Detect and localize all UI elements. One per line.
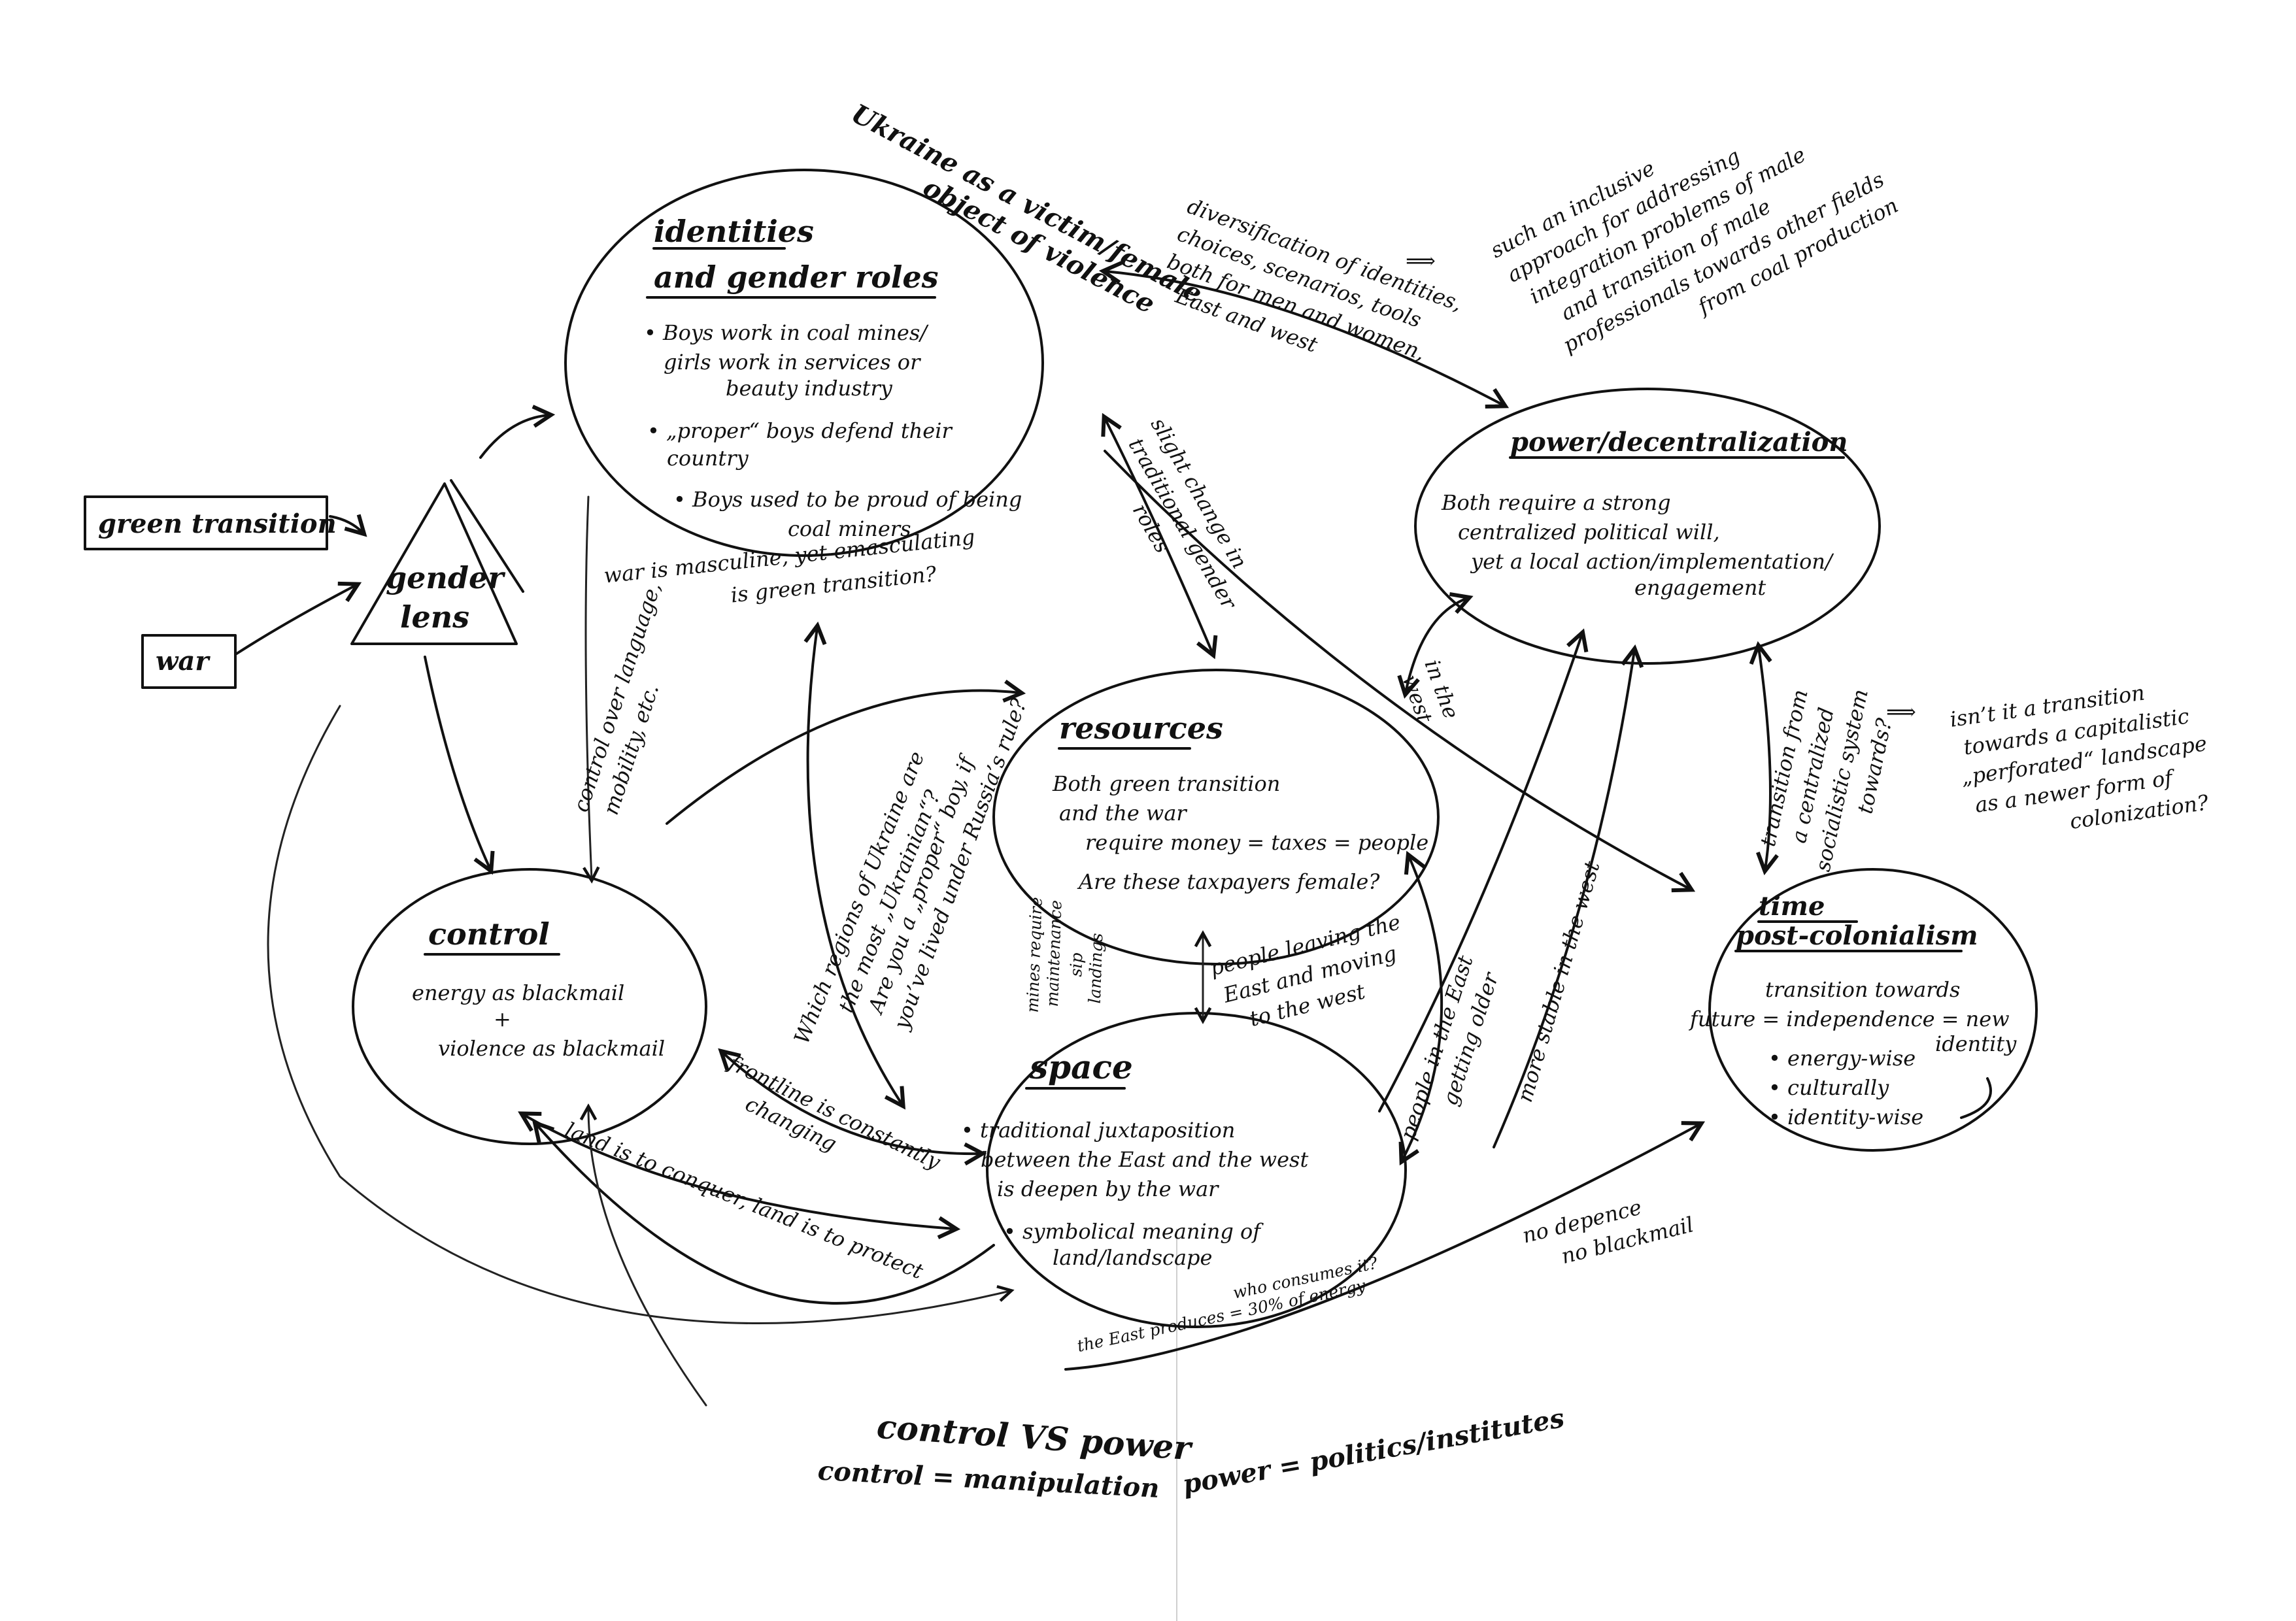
gender-lens-triangle: gender lens xyxy=(350,479,524,645)
control-definition: control = manipulation xyxy=(817,1456,1160,1504)
annotation-inclusive: such an inclusive approach for addressin… xyxy=(1486,142,1902,358)
arrow-control-to-resources xyxy=(666,691,1020,825)
arrow-identities-to-time xyxy=(1104,450,1690,889)
inclusive-implication-arrow: ⟹ xyxy=(1406,248,1436,273)
annotation-diversification: diversification of identities, choices, … xyxy=(1164,193,1465,365)
arrow-identities-to-control xyxy=(586,495,592,879)
identities-title-2: and gender roles xyxy=(654,259,939,295)
sip-line-2: landings xyxy=(1085,933,1107,1004)
arrow-space-to-power-stable xyxy=(1493,650,1634,1148)
annotation-mines: mines require maintenance xyxy=(1023,897,1066,1013)
annotation-capitalistic: isn’t it a transition towards a capitali… xyxy=(1948,680,2210,833)
node-space: space • traditional juxtaposition betwee… xyxy=(961,1012,1407,1328)
resources-body-3: require money = taxes = people xyxy=(1085,830,1428,855)
resources-title: resources xyxy=(1059,710,1223,746)
arrow-identities-resources xyxy=(1105,418,1213,654)
arrow-identities-space xyxy=(808,627,902,1105)
arrow-green-to-lens xyxy=(329,516,363,533)
power-definition: power = politics/institutes xyxy=(1180,1403,1566,1500)
war-label: war xyxy=(156,646,211,677)
identities-title-1: identities xyxy=(654,214,814,249)
mines-line-1: mines require xyxy=(1023,897,1046,1013)
input-green-transition: green transition xyxy=(84,495,337,550)
power-body-4: engagement xyxy=(1634,575,1766,600)
gender-lens-line1: gender xyxy=(386,560,506,595)
annotation-people-leaving: people leaving the East and moving to th… xyxy=(1207,909,1403,1031)
arrow-power-time xyxy=(1759,647,1770,869)
space-body-1: • traditional juxtaposition xyxy=(961,1118,1235,1143)
identities-bullet-6: • Boys used to be proud of being xyxy=(673,487,1022,512)
arrow-lens-to-control xyxy=(424,656,490,869)
sip-line-1: sip xyxy=(1066,952,1086,977)
node-power: power/decentralization Both require a st… xyxy=(1414,388,1881,665)
annotation-sip: sip landings xyxy=(1066,933,1107,1004)
time-body-3: identity xyxy=(1935,1031,2017,1056)
power-body-2: centralized political will, xyxy=(1458,520,1720,544)
space-title: space xyxy=(1029,1048,1133,1086)
annotation-people-east: people in the East getting older xyxy=(1395,952,1504,1143)
gender-lens-line2: lens xyxy=(400,599,469,635)
power-body-1: Both require a strong xyxy=(1441,490,1671,515)
time-title-2: post-colonialism xyxy=(1736,920,1978,951)
capitalistic-implication-arrow: ⟹ xyxy=(1886,699,1916,724)
annotation-transition-from: transition from a centralized socialisti… xyxy=(1755,687,1897,874)
resources-body-4: Are these taxpayers female? xyxy=(1077,869,1380,894)
identities-bullet-2: girls work in services or xyxy=(664,350,921,375)
arrow-resources-space-east xyxy=(1402,856,1443,1160)
footer: control VS power control = manipulation … xyxy=(817,1403,1566,1504)
control-body-2: + xyxy=(494,1007,511,1031)
power-body-3: yet a local action/implementation/ xyxy=(1470,549,1834,574)
time-body-5: • culturally xyxy=(1768,1075,1889,1100)
input-war: war xyxy=(141,634,237,689)
arrow-time-tail xyxy=(1960,1077,1992,1119)
resources-body-2: and the war xyxy=(1059,801,1187,826)
identities-bullet-4: • „proper“ boys defend their xyxy=(647,418,953,443)
control-body-1: energy as blackmail xyxy=(412,980,624,1005)
time-body-1: transition towards xyxy=(1765,977,1960,1002)
time-body-2: future = independence = new xyxy=(1689,1007,2010,1031)
arrow-identities-power xyxy=(1105,271,1504,405)
control-title: control xyxy=(428,916,550,952)
node-resources: resources Both green transition and the … xyxy=(992,669,1440,965)
arrow-war-to-lens xyxy=(235,585,356,655)
identities-bullet-1: • Boys work in coal mines/ xyxy=(644,320,929,345)
arrow-lens-to-identities xyxy=(479,415,549,459)
mines-line-2: maintenance xyxy=(1043,900,1066,1007)
annotation-more-stable: more stable in the west xyxy=(1512,858,1605,1105)
identities-bullet-3: beauty industry xyxy=(726,376,893,401)
resources-body-1: Both green transition xyxy=(1052,771,1280,796)
arrow-energy-to-time xyxy=(1064,1124,1700,1371)
arrow-resources-power xyxy=(1406,598,1468,693)
annotation-no-dependence: no depence no blackmail xyxy=(1520,1195,1696,1269)
space-body-3: is deepen by the war xyxy=(997,1177,1219,1201)
control-vs-power: control VS power xyxy=(875,1407,1194,1468)
arrow-space-control-bottom xyxy=(536,1124,995,1305)
control-body-3: violence as blackmail xyxy=(438,1036,665,1061)
identities-bullet-5: country xyxy=(667,446,749,471)
time-title-1: time xyxy=(1759,891,1825,922)
time-body-6: • identity-wise xyxy=(1768,1105,1923,1129)
arrow-space-to-power xyxy=(1378,634,1582,1112)
annotation-frontline: frontline is constantly changing xyxy=(724,1050,945,1175)
space-body-4: • symbolical meaning of xyxy=(1004,1219,1264,1244)
arrow-footer-to-control xyxy=(588,1108,707,1407)
arrow-space-control-land xyxy=(523,1114,954,1229)
space-body-2: between the East and the west xyxy=(981,1147,1308,1172)
annotation-slight-change: slight change in traditional gender role… xyxy=(1124,413,1253,614)
time-body-4: • energy-wise xyxy=(1768,1046,1916,1071)
annotation-in-the-west: in the west xyxy=(1397,656,1464,726)
annotation-victim: Ukraine as a victim/female object of vio… xyxy=(847,98,1207,320)
power-title: power/decentralization xyxy=(1510,427,1848,458)
node-identities: identities and gender roles • Boys work … xyxy=(564,169,1044,557)
space-body-5: land/landscape xyxy=(1053,1245,1212,1270)
node-control: control energy as blackmail + violence a… xyxy=(352,868,707,1145)
identities-bullet-7: coal miners xyxy=(788,516,911,541)
node-time: time post-colonialism transition towards… xyxy=(1689,868,2038,1152)
more-stable-text: more stable in the west xyxy=(1512,858,1605,1105)
arrow-outer-loop xyxy=(267,705,1010,1325)
green-transition-label: green transition xyxy=(98,509,337,539)
